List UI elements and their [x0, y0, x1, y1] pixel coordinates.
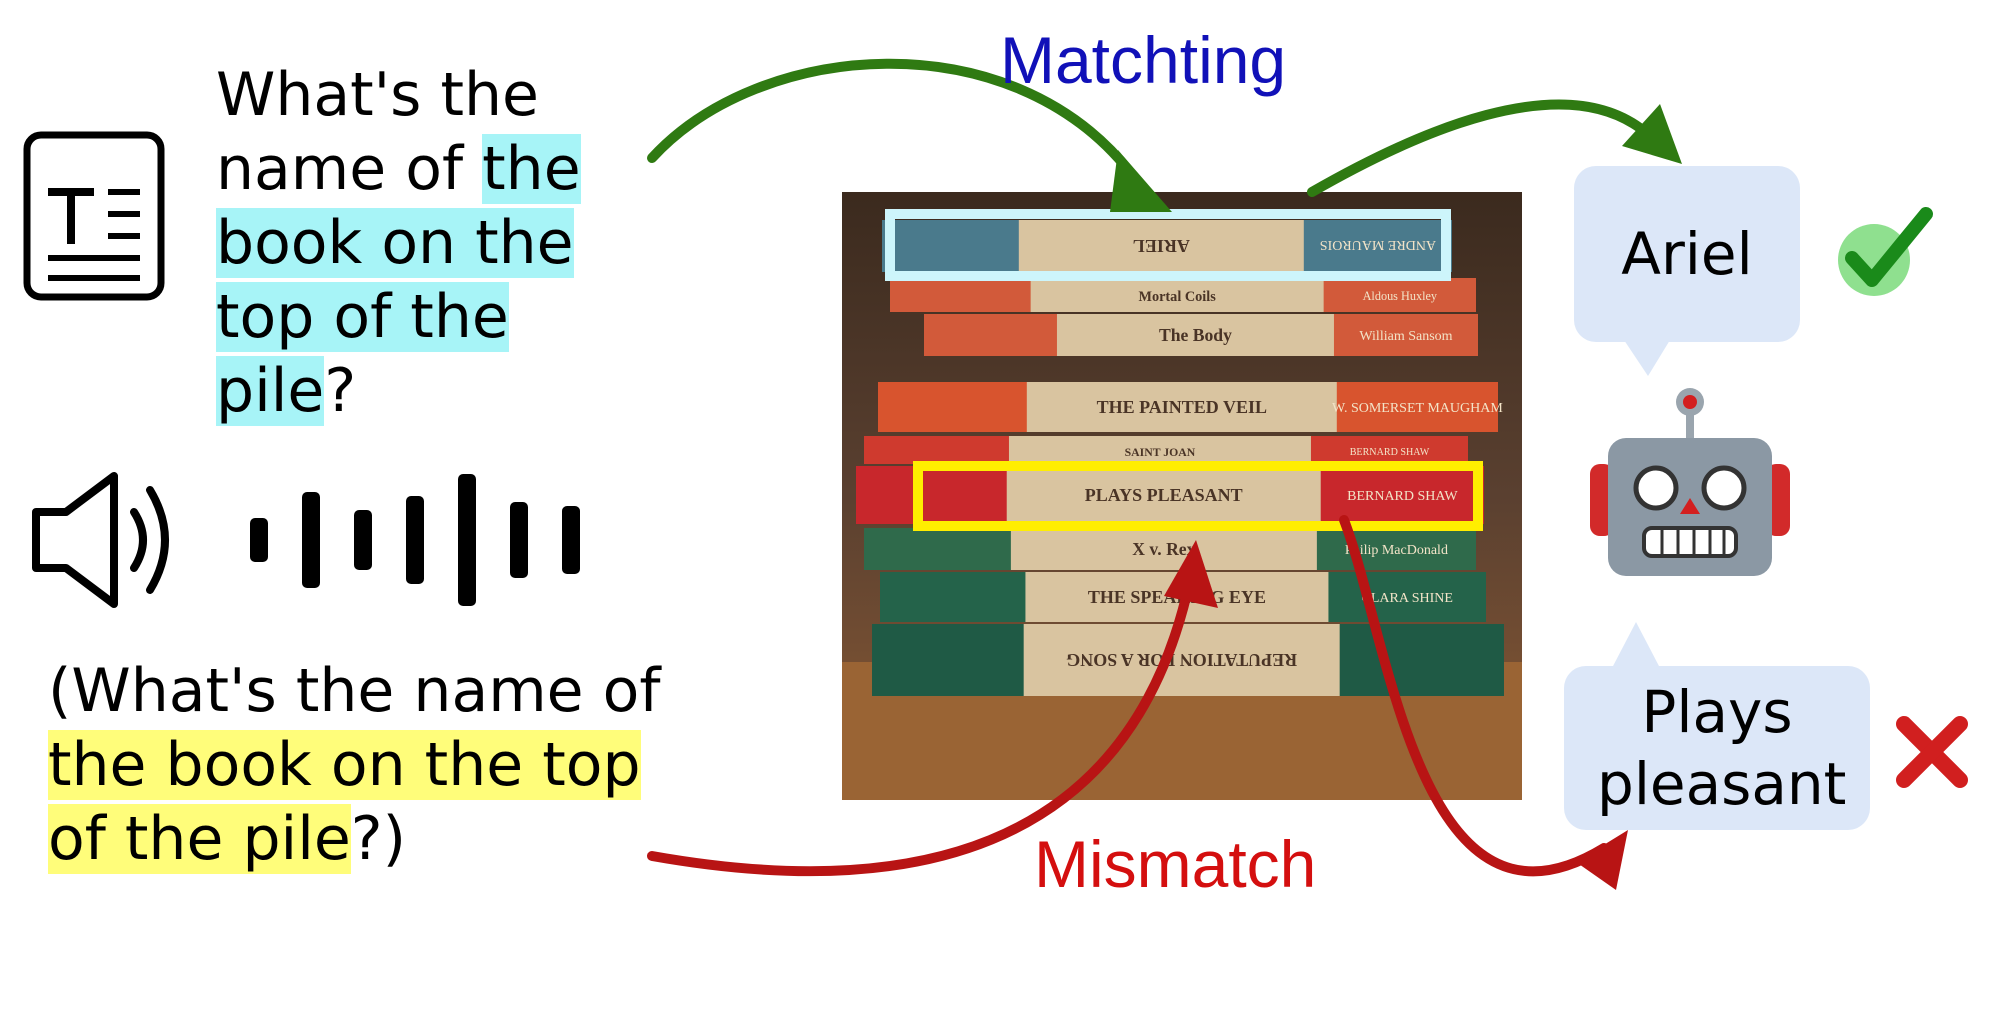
cross-icon — [1896, 716, 1968, 788]
question-audio-transcript: (What's the name of the book on the top … — [48, 654, 688, 876]
book-spine: Mortal Coils Aldous Huxley — [890, 278, 1476, 312]
book-spine-band-left — [856, 466, 1007, 524]
book-spine-band-right — [1316, 528, 1476, 570]
answer-bubble-wrong: Plays pleasant — [1564, 666, 1870, 830]
book-spine: REPUTATION FOR A SONG — [872, 624, 1504, 696]
book-spine-band-left — [882, 220, 1019, 272]
book-spine: PLAYS PLEASANT BERNARD SHAW — [856, 466, 1484, 524]
matching-highlight-box — [885, 209, 1451, 281]
matching-label: Matchting — [1000, 23, 1287, 97]
book-spine-band-right — [1333, 314, 1478, 356]
mismatch-arrow-question-to-photo — [647, 575, 1195, 877]
book-spine-band-left — [890, 278, 1031, 312]
book-spine-band-left — [872, 624, 1024, 696]
book-spine-band-left — [864, 528, 1011, 570]
question-text-part2: ? — [324, 356, 357, 426]
mismatch-highlight-box — [913, 461, 1483, 531]
bubble-tail-plays — [1612, 622, 1660, 668]
answer-correct-text: Ariel — [1621, 220, 1753, 288]
robot-icon — [1590, 388, 1790, 576]
book-spine-band-left — [878, 382, 1027, 432]
book-spine: X v. Rex Philip MacDonald — [864, 528, 1476, 570]
book-spine-author: Aldous Huxley — [1363, 289, 1438, 303]
book-spine: ARIEL ANDRE MAUROIS — [882, 220, 1452, 272]
speaker-icon — [32, 472, 169, 608]
book-pile-illustration: ARIEL ANDRE MAUROIS Mortal Coils Aldous Hux… — [842, 192, 1522, 800]
book-spine-title: Mortal Coils — [1139, 289, 1217, 305]
match-arrow-head-2 — [1622, 104, 1682, 164]
question-text: What's the name of the book on the top o… — [216, 58, 636, 428]
waveform-icon — [250, 474, 580, 606]
book-spine-title: X v. Rex — [1132, 539, 1195, 559]
book-spine-title: SAINT JOAN — [1125, 446, 1196, 459]
book-spine-title: REPUTATION FOR A SONG — [1066, 650, 1297, 670]
book-spine-band-right — [1310, 436, 1468, 464]
book-spine-band-left — [864, 436, 1009, 464]
book-spine-band-right — [1339, 624, 1504, 696]
book-pile-photo: ARIEL ANDRE MAUROIS Mortal Coils Aldous Hux… — [842, 192, 1522, 800]
book-spine-author: Philip MacDonald — [1345, 543, 1448, 558]
mismatch-arrow-photo-to-answer — [1339, 515, 1609, 877]
match-arrow-photo-to-answer — [1307, 99, 1645, 197]
book-spine-band-left — [880, 572, 1026, 622]
mismatch-arrow-head-1 — [1164, 540, 1218, 608]
book-spine-band-right — [1323, 278, 1476, 312]
mismatch-arrow-head-2 — [1576, 830, 1628, 890]
book-spine-title: THE PAINTED VEIL — [1097, 397, 1267, 417]
book-spine-author: William Sansom — [1359, 329, 1452, 344]
book-spine-author: ANDRE MAUROIS — [1320, 237, 1436, 252]
document-text-icon — [23, 131, 165, 301]
book-spine-author: BERNARD SHAW — [1347, 489, 1458, 504]
book-spine-title: The Body — [1159, 325, 1232, 345]
question-audio-part1: (What's the name of — [48, 656, 661, 726]
question-audio-part2: ?) — [350, 804, 407, 874]
book-spine-band-right — [1328, 572, 1486, 622]
book-spine-band-right — [1320, 466, 1484, 524]
book-spine-band-right — [1336, 382, 1498, 432]
question-text-part1: What's the name of — [216, 60, 539, 204]
book-spine-band-left — [924, 314, 1057, 356]
mismatch-label: Mismatch — [1034, 827, 1317, 901]
book-spine-author: W. SOMERSET MAUGHAM — [1332, 401, 1503, 416]
book-spine-title: PLAYS PLEASANT — [1085, 485, 1243, 505]
book-spine: THE PAINTED VEIL W. SOMERSET MAUGHAM — [878, 382, 1503, 432]
match-arrow-question-to-photo — [647, 58, 1135, 177]
answer-bubble-correct: Ariel — [1574, 166, 1800, 342]
book-spine: The Body William Sansom — [924, 314, 1478, 356]
book-spine: SAINT JOAN BERNARD SHAW — [864, 436, 1468, 464]
book-spine-author: CLARA SHINE — [1362, 591, 1453, 606]
answer-wrong-text: Plays pleasant — [1597, 678, 1847, 818]
book-spine-band-right — [1303, 220, 1452, 272]
match-arrow-head-1 — [1110, 150, 1172, 212]
book-spine-author: BERNARD SHAW — [1350, 447, 1430, 458]
checkmark-icon — [1838, 207, 1933, 296]
book-spine-title: ARIEL — [1133, 236, 1190, 256]
bubble-tail-ariel — [1624, 340, 1670, 376]
